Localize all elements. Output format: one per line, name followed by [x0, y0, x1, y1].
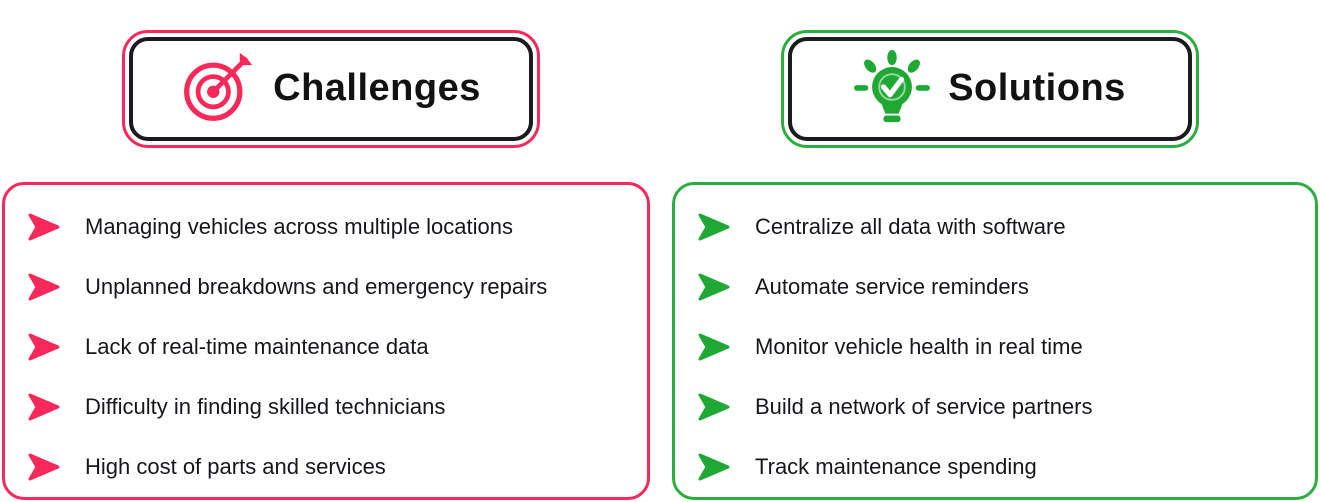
solutions-header-inner: Solutions	[788, 37, 1192, 141]
list-item-label: Lack of real-time maintenance data	[85, 333, 429, 359]
solutions-header-box: Solutions	[781, 30, 1199, 148]
arrow-bullet-icon	[697, 272, 731, 302]
challenges-title: Challenges	[273, 66, 481, 109]
target-icon	[181, 50, 255, 129]
list-item: Centralize all data with software	[697, 197, 1315, 257]
arrow-bullet-icon	[697, 332, 731, 362]
list-item-label: Track maintenance spending	[755, 453, 1037, 479]
list-item: Track maintenance spending	[697, 437, 1315, 497]
list-item-label: Monitor vehicle health in real time	[755, 333, 1083, 359]
list-item-label: Build a network of service partners	[755, 393, 1093, 419]
list-item: Managing vehicles across multiple locati…	[27, 197, 647, 257]
arrow-bullet-icon	[697, 212, 731, 242]
list-item: Difficulty in finding skilled technician…	[27, 377, 647, 437]
list-item-label: Automate service reminders	[755, 273, 1029, 299]
list-item: Build a network of service partners	[697, 377, 1315, 437]
arrow-bullet-icon	[697, 452, 731, 482]
list-item-label: Difficulty in finding skilled technician…	[85, 393, 446, 419]
arrow-bullet-icon	[27, 212, 61, 242]
list-item: High cost of parts and services	[27, 437, 647, 497]
solutions-list-box: Centralize all data with software Automa…	[672, 182, 1318, 500]
solutions-title: Solutions	[948, 66, 1126, 109]
arrow-bullet-icon	[27, 392, 61, 422]
list-item-label: Centralize all data with software	[755, 213, 1066, 239]
arrow-bullet-icon	[27, 332, 61, 362]
lightbulb-icon	[854, 49, 931, 130]
challenges-header-box: Challenges	[122, 30, 540, 148]
list-item-label: Managing vehicles across multiple locati…	[85, 213, 513, 239]
list-item: Unplanned breakdowns and emergency repai…	[27, 257, 647, 317]
challenges-list-box: Managing vehicles across multiple locati…	[2, 182, 650, 500]
list-item-label: High cost of parts and services	[85, 453, 386, 479]
arrow-bullet-icon	[27, 272, 61, 302]
list-item: Monitor vehicle health in real time	[697, 317, 1315, 377]
list-item-label: Unplanned breakdowns and emergency repai…	[85, 273, 548, 299]
arrow-bullet-icon	[697, 392, 731, 422]
list-item: Automate service reminders	[697, 257, 1315, 317]
challenges-header-inner: Challenges	[129, 37, 533, 141]
arrow-bullet-icon	[27, 452, 61, 482]
list-item: Lack of real-time maintenance data	[27, 317, 647, 377]
